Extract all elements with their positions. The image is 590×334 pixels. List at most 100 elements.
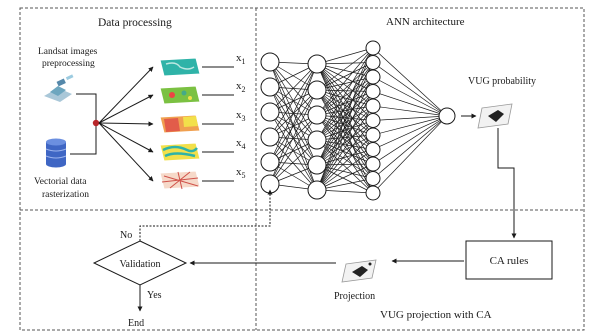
ann-edge (316, 62, 374, 141)
landsat-connector (76, 93, 97, 121)
ann-edge (372, 62, 448, 117)
ann-node-layer3 (365, 55, 381, 70)
ann-node-layer2 (307, 130, 327, 150)
ann-node-layer3 (365, 40, 381, 56)
ann-node-layer3 (365, 171, 381, 186)
probability-map-icon (477, 103, 513, 129)
ann-edge (372, 115, 448, 165)
no-label: No (120, 230, 132, 241)
vug-projection-title: VUG projection with CA (380, 309, 492, 321)
database-connector (70, 125, 97, 155)
ann-edge (372, 115, 448, 136)
ann-edge (269, 139, 318, 185)
ann-edge (316, 91, 374, 166)
ann-node-layer2 (307, 155, 327, 175)
projection-map-icon (341, 259, 377, 283)
ann-edge (316, 91, 374, 191)
ann-edge (372, 115, 448, 194)
ann-edge (316, 47, 374, 116)
layer-map-1 (159, 57, 201, 77)
ann-edge (372, 76, 448, 117)
ann-node-layer3 (365, 113, 381, 128)
layer-map-3 (159, 114, 201, 134)
ann-edge (316, 63, 374, 136)
vectorial-label: Vectorial data rasterization (34, 177, 89, 200)
ann-edge (316, 47, 374, 91)
ann-node-layer1 (260, 127, 280, 147)
ann-edge (316, 139, 374, 194)
ann-node-layer2 (307, 105, 327, 125)
ann-node-layer2 (307, 80, 327, 100)
ann-node-layer3 (365, 156, 381, 172)
ann-edge (316, 105, 374, 191)
ann-node-layer3 (365, 142, 381, 157)
ann-node-layer1 (260, 174, 280, 194)
ann-edge (269, 89, 318, 163)
data-processing-title: Data processing (98, 17, 172, 29)
layer-label-3: x3 (236, 109, 246, 123)
ann-edge (316, 163, 374, 191)
ann-edge (316, 139, 374, 179)
ann-node-layer1 (260, 77, 280, 97)
ann-node-layer3 (365, 127, 381, 143)
layer-label-1: x1 (236, 52, 246, 66)
projection-label: Projection (334, 291, 375, 302)
ann-edge (316, 114, 374, 194)
ann-edge (372, 115, 448, 179)
ann-edge (316, 62, 374, 191)
ann-edge (316, 105, 374, 141)
outer-border (19, 7, 585, 331)
layer-map-5 (159, 170, 201, 190)
section-borders (19, 7, 585, 331)
ann-edge (372, 91, 448, 117)
ann-edge (316, 63, 374, 92)
ann-node-layer3 (365, 84, 381, 99)
ann-edge (316, 134, 374, 166)
layer-label-5: x5 (236, 166, 246, 180)
ann-edge (316, 76, 374, 191)
ann-node-layer1 (260, 152, 280, 172)
ann-edge (316, 63, 374, 121)
ann-connections (269, 47, 448, 194)
ann-edge (372, 105, 448, 117)
ann-edge (372, 115, 448, 121)
ann-edge (316, 63, 374, 107)
junction-dot (92, 119, 100, 127)
ann-edge (269, 63, 318, 138)
ann-node-layer2 (307, 180, 327, 200)
ann-architecture-title: ANN architecture (386, 16, 465, 28)
ann-edge (316, 134, 374, 191)
satellite-icon (44, 74, 74, 102)
ann-node-layer1 (260, 102, 280, 122)
ann-edge (316, 91, 374, 141)
ca-rules-label: CA rules (490, 255, 529, 267)
ann-output-node (438, 107, 456, 125)
vug-probability-label: VUG probability (468, 76, 536, 87)
ann-edge (316, 114, 374, 179)
ann-edge (316, 149, 374, 191)
ann-edge (316, 105, 374, 166)
yes-label: Yes (147, 290, 162, 301)
ann-node-layer3 (365, 98, 381, 114)
ann-node-layer1 (260, 52, 280, 72)
ann-edge (372, 115, 448, 150)
ann-edge (316, 62, 374, 166)
ca-rules-box (465, 240, 553, 280)
probability-to-ca-arrow (497, 128, 517, 239)
ann-edge (316, 149, 374, 166)
ann-edge (316, 120, 374, 141)
ann-edge (316, 47, 374, 166)
ann-edge (316, 120, 374, 191)
ann-edge (372, 47, 448, 117)
ann-edge (269, 63, 318, 113)
ann-edge (316, 47, 374, 141)
no-loop-arrow (139, 189, 273, 241)
validation-label: Validation (119, 259, 160, 270)
layer-label-2: x2 (236, 80, 246, 94)
ann-edge (269, 63, 318, 163)
landsat-label: Landsat images preprocessing (38, 47, 100, 69)
layer-map-2 (159, 85, 201, 105)
ann-edge (316, 47, 374, 65)
ann-edge (316, 178, 374, 191)
